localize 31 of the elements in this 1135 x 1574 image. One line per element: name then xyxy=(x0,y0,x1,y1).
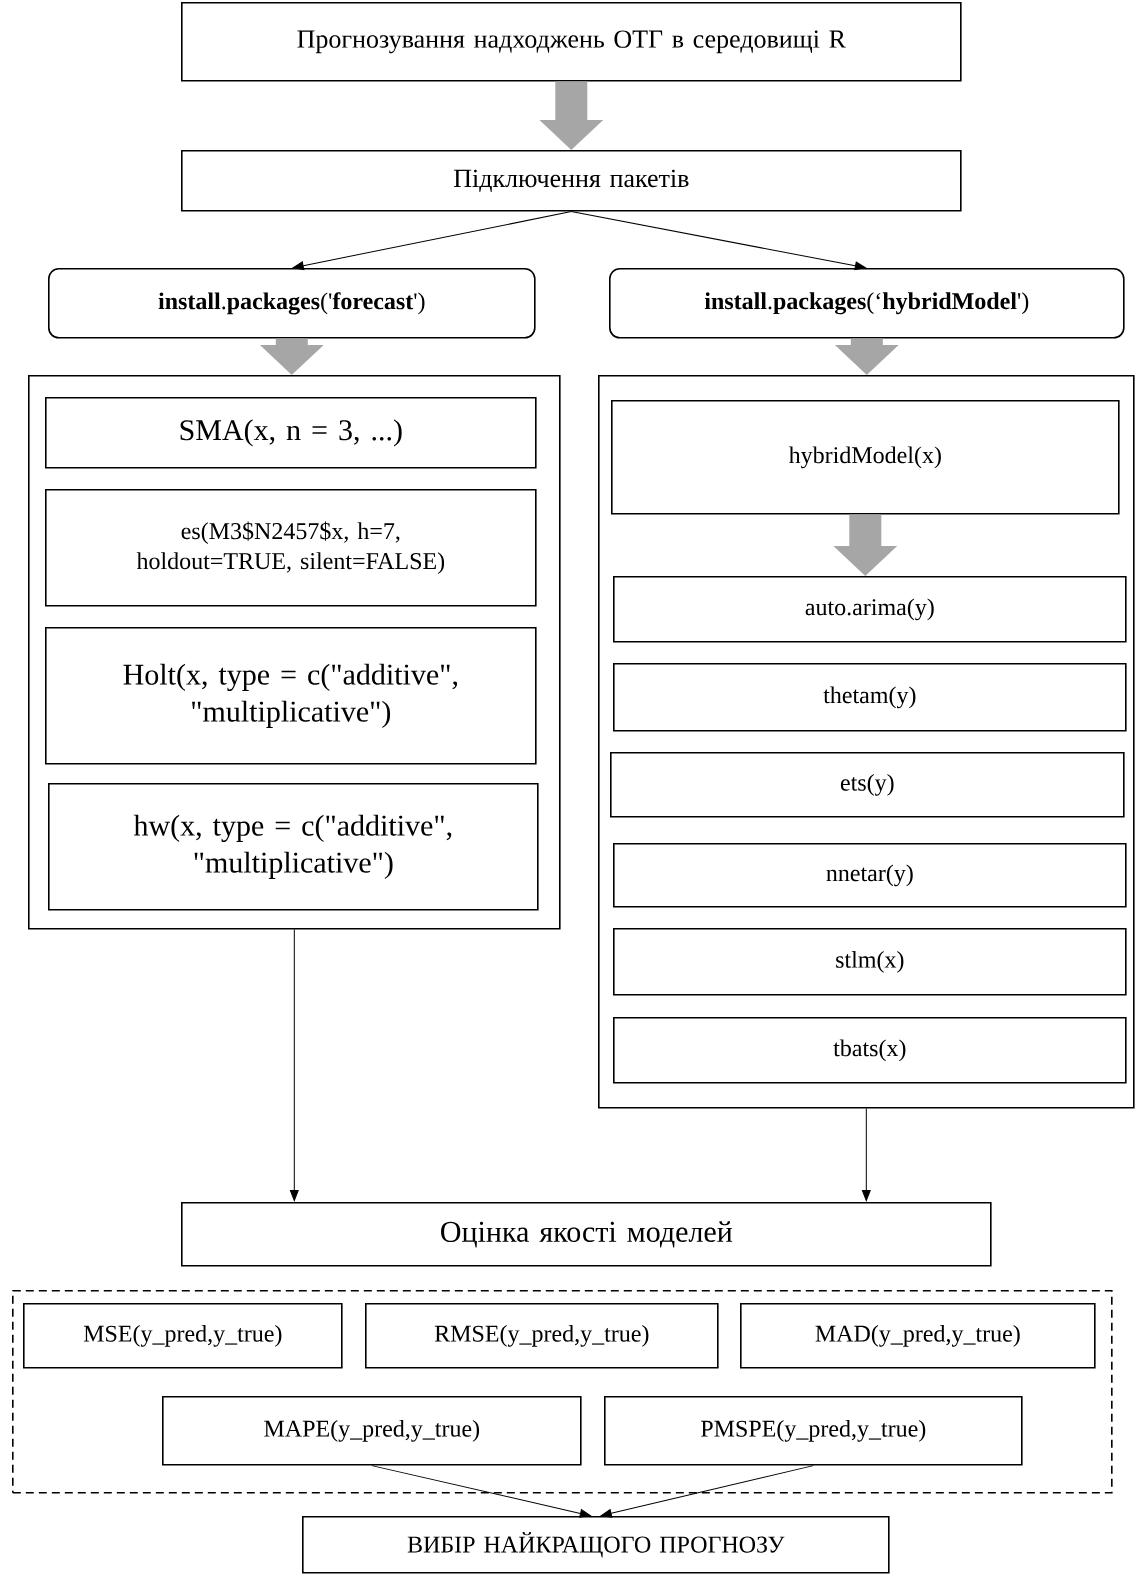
process-box: nnetar(y) xyxy=(613,843,1127,908)
process-box: SMA(x, n = 3, ...) xyxy=(45,397,537,469)
rounded-box: install.packages(‘hybridModel') xyxy=(609,268,1125,339)
process-box: es(M3$N2457$x, h=7, holdout=TRUE, silent=FALSE) xyxy=(45,489,537,607)
process-box: MAD(y_pred,y_true) xyxy=(740,1303,1096,1369)
process-box: Прогнозування надходжень ОТГ в середовищі R xyxy=(181,2,962,82)
process-box: ВИБІР НАЙКРАЩОГО ПРОГНОЗУ xyxy=(302,1516,890,1574)
arrow xyxy=(861,1108,871,1202)
arrow xyxy=(570,211,866,271)
process-box: tbats(x) xyxy=(613,1017,1127,1084)
process-box: stlm(x) xyxy=(613,928,1127,996)
process-box: hybridModel(x) xyxy=(611,400,1120,515)
process-box: Holt(x, type = c("additive", "multiplicative") xyxy=(45,627,537,765)
process-box: hw(x, type = c("additive", "multiplicative") xyxy=(48,783,539,911)
process-box: MSE(y_pred,y_true) xyxy=(23,1303,343,1369)
process-box: MAPE(y_pred,y_true) xyxy=(162,1396,582,1466)
dashed-group-frame xyxy=(12,1290,1113,1494)
process-box: RMSE(y_pred,y_true) xyxy=(365,1303,719,1369)
group-frame xyxy=(598,375,1135,1109)
group-frame xyxy=(28,375,561,930)
arrow xyxy=(289,929,299,1202)
process-box: PMSPE(y_pred,y_true) xyxy=(604,1396,1023,1466)
rounded-box: install.packages('forecast') xyxy=(48,268,536,339)
process-box: Оцінка якості моделей xyxy=(181,1202,992,1267)
process-box: auto.arima(y) xyxy=(613,576,1127,643)
process-box: thetam(y) xyxy=(613,663,1127,732)
process-box: Підключення пакетів xyxy=(181,150,962,212)
process-box: ets(y) xyxy=(610,752,1125,818)
arrow xyxy=(600,1465,814,1518)
arrow xyxy=(292,211,572,271)
arrow xyxy=(371,1465,591,1518)
